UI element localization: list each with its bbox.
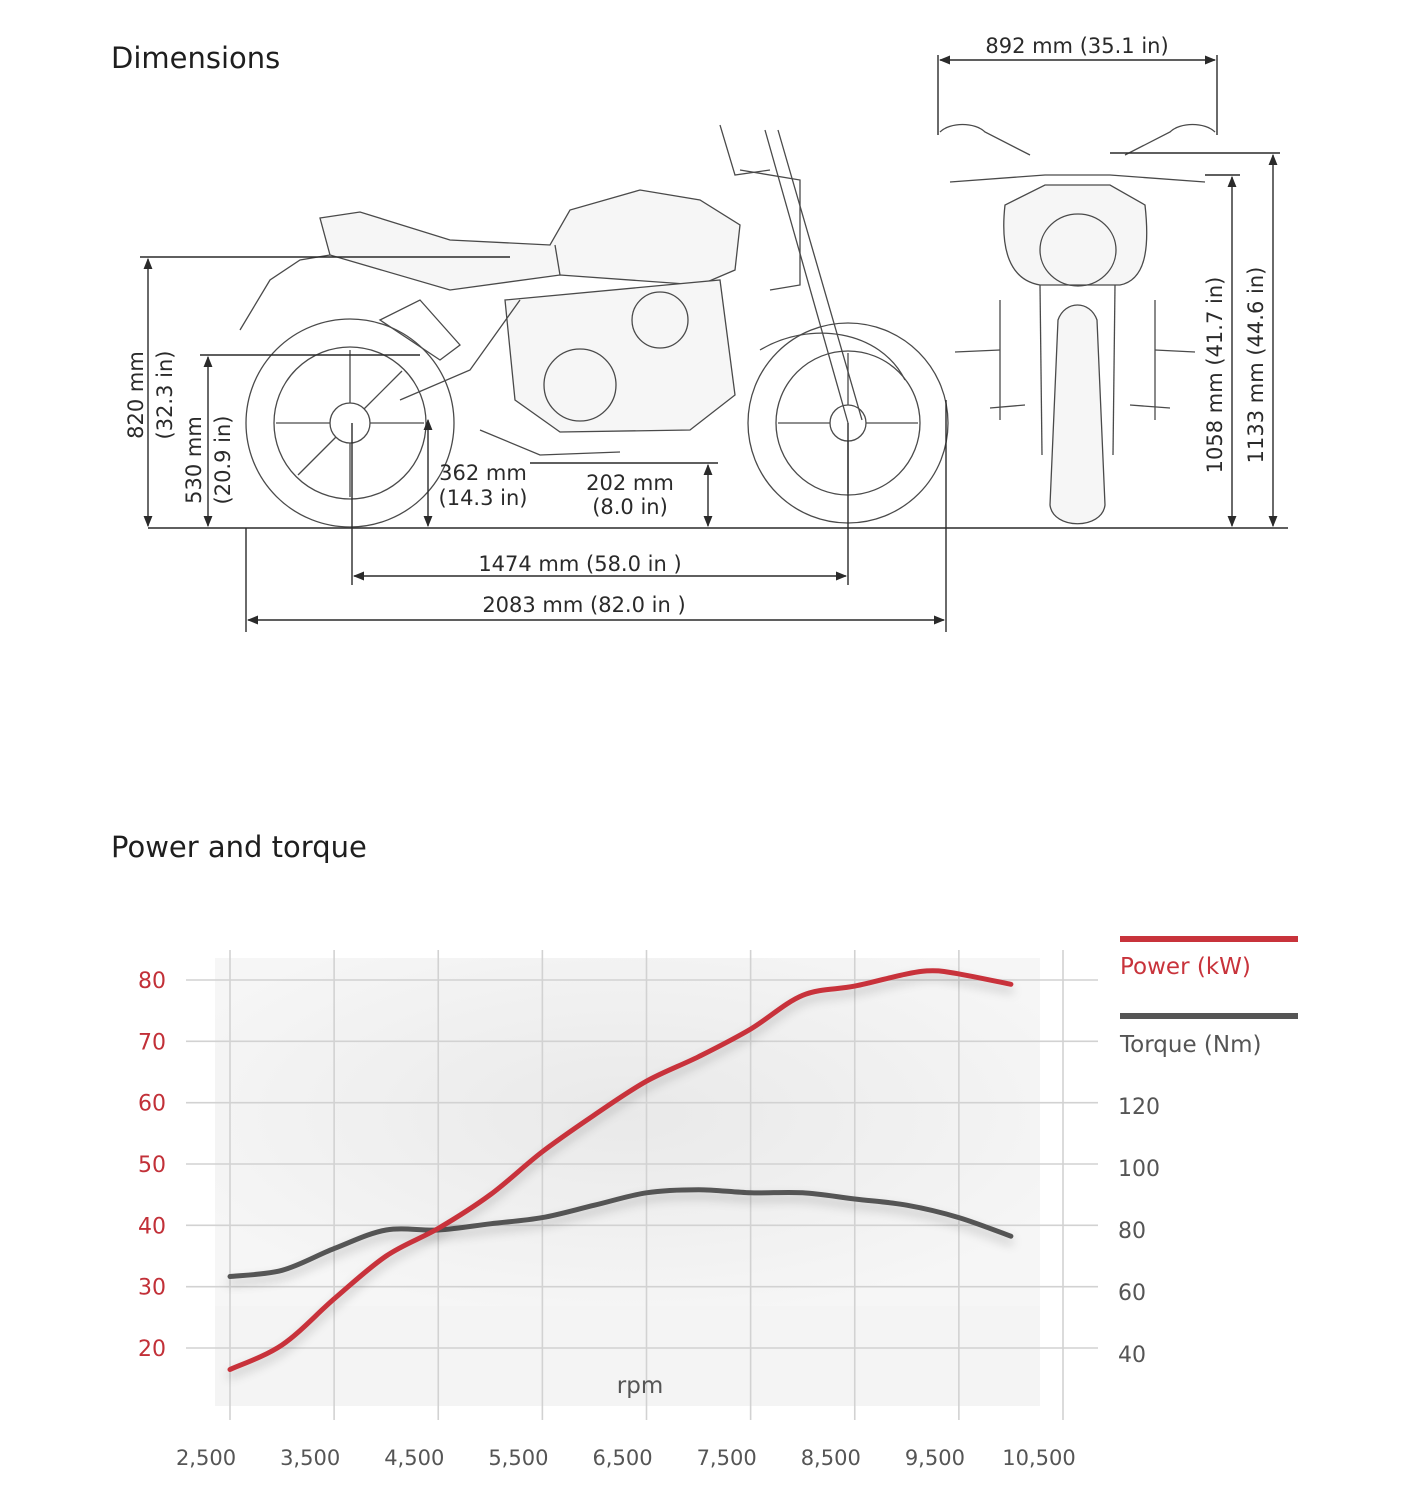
dimensions-heading: Dimensions [111,41,281,75]
label-exhaust-in: (14.3 in) [439,486,528,510]
x-axis-ticks: 2,500 3,500 4,500 5,500 6,500 7,500 8,500 9,500… [176,1446,1076,1470]
label-exhaust-mm: 362 mm [439,461,527,485]
right-tick-label: 120 [1118,1095,1160,1120]
label-length: 2083 mm (82.0 in ) [482,593,685,617]
torque-series-line [227,1187,1014,1279]
label-footpeg-in: (20.9 in) [211,416,235,505]
dimension-lines [140,55,1280,632]
left-tick-label: 30 [138,1276,166,1301]
label-mirror-height: 1133 mm (44.6 in) [1244,267,1268,464]
label-wheelbase: 1474 mm (58.0 in ) [478,552,681,576]
left-axis-ticks: 80 70 60 50 40 30 20 [138,969,166,1362]
label-width-mirrors: 892 mm (35.1 in) [985,34,1168,58]
right-axis-ticks: 120 100 80 60 40 [1118,1095,1160,1368]
plot-background-lower [215,1306,1040,1406]
series-layer [227,968,1014,1372]
right-tick-label: 40 [1118,1343,1146,1368]
right-tick-label: 60 [1118,1281,1146,1306]
right-tick-label: 80 [1118,1219,1146,1244]
motorcycle-side-view [239,124,949,528]
x-tick-label: 3,500 [280,1446,340,1470]
label-handlebar-height: 1058 mm (41.7 in) [1203,277,1227,474]
x-tick-label: 8,500 [801,1446,861,1470]
x-tick-label: 9,500 [905,1446,965,1470]
right-tick-label: 100 [1118,1157,1160,1182]
label-seat-height-in: (32.3 in) [153,351,177,440]
left-tick-label: 20 [138,1337,166,1362]
x-tick-label: 7,500 [697,1446,757,1470]
x-axis-label: rpm [617,1373,663,1399]
grid-vertical [229,950,1064,1420]
left-tick-label: 60 [138,1092,166,1117]
legend-torque-label: Torque (Nm) [1119,1032,1261,1058]
label-footpeg-mm: 530 mm [182,416,206,504]
x-tick-label: 10,500 [1002,1446,1075,1470]
left-tick-label: 40 [138,1214,166,1239]
dimensions-drawing: 892 mm (35.1 in) 820 mm (32.3 in) 530 mm… [124,34,1288,632]
x-tick-label: 4,500 [384,1446,444,1470]
legend-power-label: Power (kW) [1120,954,1251,980]
x-tick-label: 2,500 [176,1446,236,1470]
left-tick-label: 80 [138,969,166,994]
power-torque-chart: 80 70 60 50 40 30 20 120 100 80 60 40 2,500 3,500 4,… [138,936,1298,1470]
x-tick-label: 6,500 [592,1446,652,1470]
label-clearance-mm: 202 mm [586,471,674,495]
grid-horizontal [186,979,1098,1349]
left-tick-label: 70 [138,1030,166,1055]
power-series-line [227,968,1014,1372]
label-clearance-in: (8.0 in) [592,495,668,519]
x-tick-label: 5,500 [488,1446,548,1470]
motorcycle-front-view [939,123,1216,525]
left-tick-label: 50 [138,1153,166,1178]
label-seat-height-mm: 820 mm [124,351,148,439]
plot-background [215,958,1040,1306]
power-torque-heading: Power and torque [111,830,367,864]
